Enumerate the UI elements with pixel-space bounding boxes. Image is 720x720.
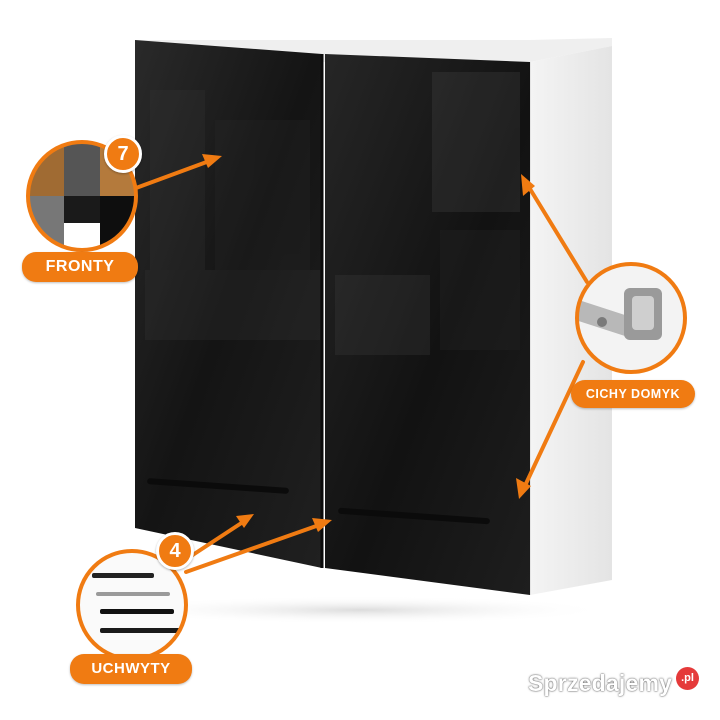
right-door	[325, 54, 530, 595]
watermark-brand: Sprzedajemy	[528, 670, 673, 696]
floor-shadow	[110, 596, 610, 624]
fronty-count-badge: 7	[104, 135, 142, 173]
hinge-closeup	[577, 264, 685, 372]
left-handle	[147, 478, 289, 494]
cichy-domyk-label: CICHY DOMYK	[571, 380, 695, 408]
handles-closeup	[78, 551, 186, 659]
watermark-tld-badge: .pl	[676, 667, 699, 690]
arrow-heads	[202, 154, 535, 532]
door-reflections	[145, 72, 520, 355]
uchwyty-label: UCHWYTY	[70, 654, 192, 684]
cabinet-side	[530, 46, 612, 595]
right-handle	[338, 507, 490, 525]
fronty-label: FRONTY	[22, 252, 138, 282]
uchwyty-count-badge: 4	[156, 532, 194, 570]
